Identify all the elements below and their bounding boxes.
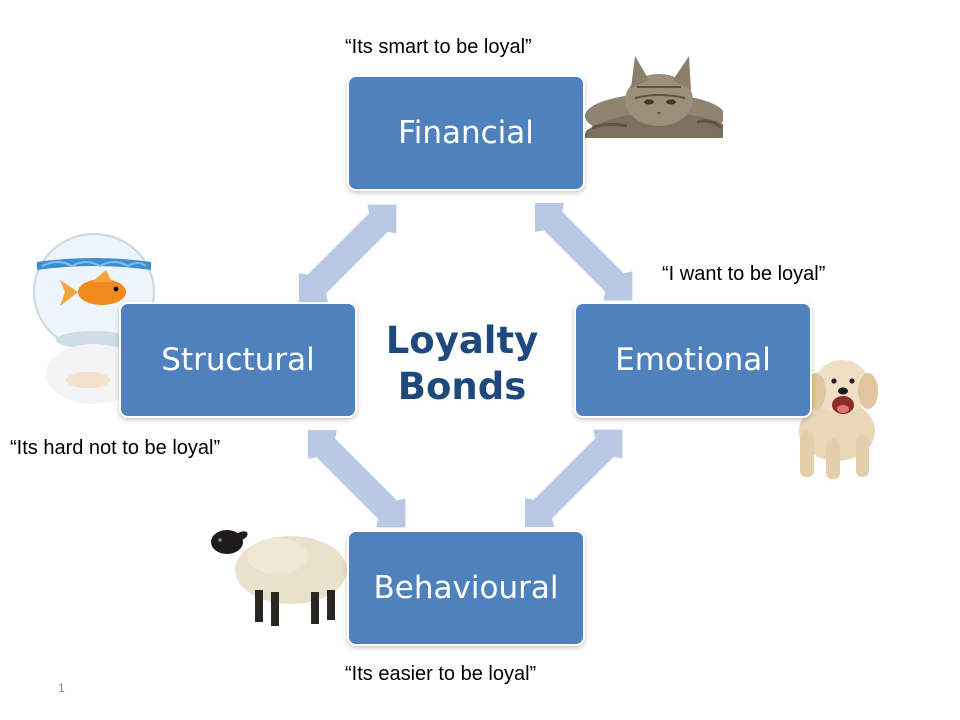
- arrow-financial-emotional: [535, 203, 633, 301]
- structural-box: Structural: [119, 302, 357, 418]
- sheep-photo: [211, 530, 347, 626]
- arrow-structural-behavioural: [308, 430, 406, 528]
- structural-quote: “Its hard not to be loyal”: [10, 437, 221, 459]
- page-number: 1: [58, 681, 65, 695]
- emotional-label: Emotional: [615, 342, 771, 378]
- structural-label: Structural: [161, 342, 315, 378]
- arrow-financial-structural: [299, 204, 397, 302]
- emotional-quote: “I want to be loyal”: [662, 263, 826, 285]
- center-title-line1: Loyalty: [385, 319, 539, 362]
- center-title-line2: Bonds: [397, 365, 527, 408]
- behavioural-quote: “Its easier to be loyal”: [345, 663, 537, 685]
- arrow-emotional-behavioural: [525, 429, 623, 527]
- financial-quote: “Its smart to be loyal”: [345, 36, 532, 58]
- emotional-box: Emotional: [574, 302, 812, 418]
- puppy-photo: [799, 360, 878, 479]
- financial-box: Financial: [347, 75, 585, 191]
- behavioural-box: Behavioural: [347, 530, 585, 646]
- financial-label: Financial: [398, 115, 534, 151]
- behavioural-label: Behavioural: [373, 570, 559, 606]
- cat-photo: [583, 56, 723, 138]
- center-title: Loyalty Bonds: [362, 318, 562, 410]
